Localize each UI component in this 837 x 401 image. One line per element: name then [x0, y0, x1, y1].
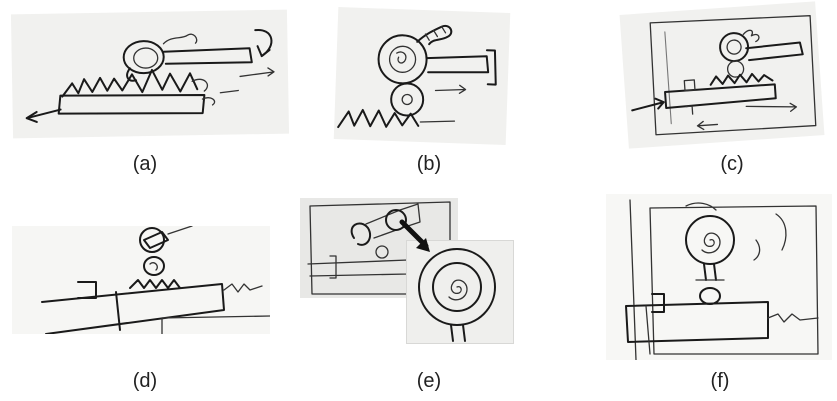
- sketch-f: [606, 194, 832, 360]
- sketch-d-drawing: [41, 226, 270, 334]
- zoom-arrow-icon: [399, 219, 430, 252]
- sketch-f-drawing: [625, 199, 819, 360]
- caption-e: (e): [416, 370, 442, 392]
- caption-a: (a): [132, 153, 158, 175]
- sketch-e-zoom-drawing: [418, 248, 496, 342]
- sketch-e-zoom: [406, 240, 514, 344]
- caption-d: (d): [132, 370, 158, 392]
- sketch-c: [619, 1, 825, 149]
- caption-b: (b): [416, 153, 442, 175]
- sketch-b: [333, 7, 511, 145]
- caption-c: (c): [720, 153, 744, 175]
- sketch-a-drawing: [25, 29, 275, 123]
- caption-f: (f): [710, 370, 730, 392]
- sketch-b-drawing: [337, 24, 497, 129]
- sketch-a: [10, 9, 290, 139]
- sketch-c-drawing: [631, 15, 817, 136]
- sketch-d: [12, 226, 270, 334]
